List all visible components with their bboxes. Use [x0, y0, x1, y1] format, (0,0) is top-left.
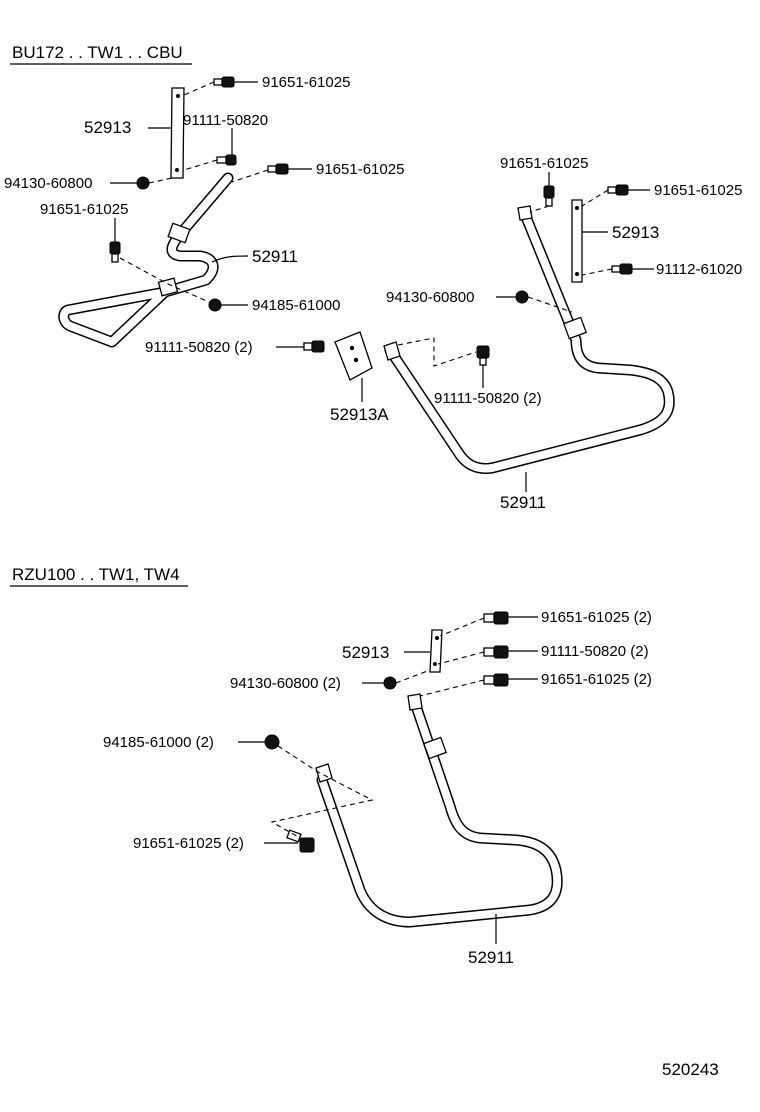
label-91651-61025-c: 91651-61025 [40, 201, 128, 218]
label-94130-60800-right: 94130-60800 [386, 289, 474, 306]
label-91111-50820-2-left: 91111-50820 (2) [145, 339, 253, 356]
bolt-91651-61025-a [213, 76, 235, 88]
nut-94130-60800-right [515, 290, 529, 304]
stabilizer-bar-52911-left [58, 172, 234, 348]
label-91651-61025-e: 91651-61025 [654, 182, 742, 199]
bolt-91651-61025-2-bottom [286, 829, 315, 853]
label-b-94185-61000-2: 94185-61000 (2) [103, 734, 214, 751]
label-b-91111-50820-2: 91111-50820 (2) [541, 643, 649, 660]
label-b-91651-61025-2-b: 91651-61025 (2) [541, 671, 652, 688]
bolt-91111-50820-2-left [303, 340, 325, 353]
label-91651-61025-b: 91651-61025 [316, 161, 404, 178]
nut-94185-61000-left [208, 298, 222, 312]
section-heading-rzu100: RZU100 . . TW1, TW4 [12, 565, 180, 584]
label-52913A: 52913A [330, 405, 389, 424]
bolt-91651-61025-2-mid [483, 673, 509, 687]
label-b-52913: 52913 [342, 643, 389, 662]
label-b-52911: 52911 [468, 948, 514, 967]
label-52911-left: 52911 [252, 247, 298, 266]
bolt-91651-61025-e [607, 184, 629, 196]
label-91651-61025-d: 91651-61025 [500, 155, 588, 172]
stabilizer-bar-52911-bottom [315, 693, 563, 928]
label-b-94130-60800-2: 94130-60800 (2) [230, 675, 341, 692]
label-52911-right: 52911 [500, 493, 546, 512]
label-91111-50820-2-right: 91111-50820 (2) [434, 390, 542, 407]
dash-6 [529, 205, 550, 213]
bracket-strap-52913-right [571, 199, 583, 283]
label-94185-61000: 94185-61000 [252, 297, 340, 314]
label-94130-60800-left: 94130-60800 [4, 175, 92, 192]
dash-8 [581, 268, 613, 276]
label-b-91651-61025-2-a: 91651-61025 (2) [541, 609, 652, 626]
dash-1 [183, 81, 215, 96]
bolt-91651-61025-d [543, 185, 555, 207]
bolt-91651-61025-2-top [483, 611, 509, 625]
label-52913-left: 52913 [84, 118, 131, 137]
leader-l7 [211, 255, 249, 263]
dash-b2 [437, 651, 485, 665]
stabilizer-bar-52911-right [383, 205, 675, 474]
dash-9 [527, 296, 573, 313]
nut-94130-60800-left [136, 176, 150, 190]
dash-10 [397, 337, 477, 367]
nut-94130-60800-2 [383, 676, 397, 690]
dash-b4 [395, 669, 431, 684]
diagram-id: 520243 [662, 1060, 719, 1079]
bracket-strap-52913-left [170, 87, 185, 179]
bracket-52913A [334, 331, 373, 381]
label-b-91651-61025-2-c: 91651-61025 (2) [133, 835, 244, 852]
label-91651-61025-a: 91651-61025 [262, 74, 350, 91]
bolt-91651-61025-b [267, 163, 289, 175]
bolt-91651-61025-c [109, 241, 121, 263]
dash-7 [581, 189, 609, 207]
bolt-91111-50820-2-bottom [483, 645, 509, 659]
bracket-strap-52913-bottom [429, 629, 443, 673]
dash-5 [119, 257, 210, 303]
label-91112-61020: 91112-61020 [656, 261, 742, 278]
dash-4 [148, 177, 173, 184]
bolt-91111-50820-2-right [476, 345, 490, 366]
dash-2 [183, 159, 218, 171]
dash-b1 [439, 617, 485, 637]
dash-3 [231, 169, 269, 183]
nut-94185-61000-2 [264, 734, 280, 750]
dash-b3 [419, 679, 485, 697]
label-52913-right: 52913 [612, 223, 659, 242]
dash-b5 [270, 745, 374, 839]
label-91111-50820: 91111-50820 [183, 112, 268, 129]
bolt-91111-50820-left [216, 154, 237, 166]
section-heading-bu172: BU172 . . TW1 . . CBU [12, 43, 183, 62]
bolt-91112-61020 [611, 263, 633, 275]
